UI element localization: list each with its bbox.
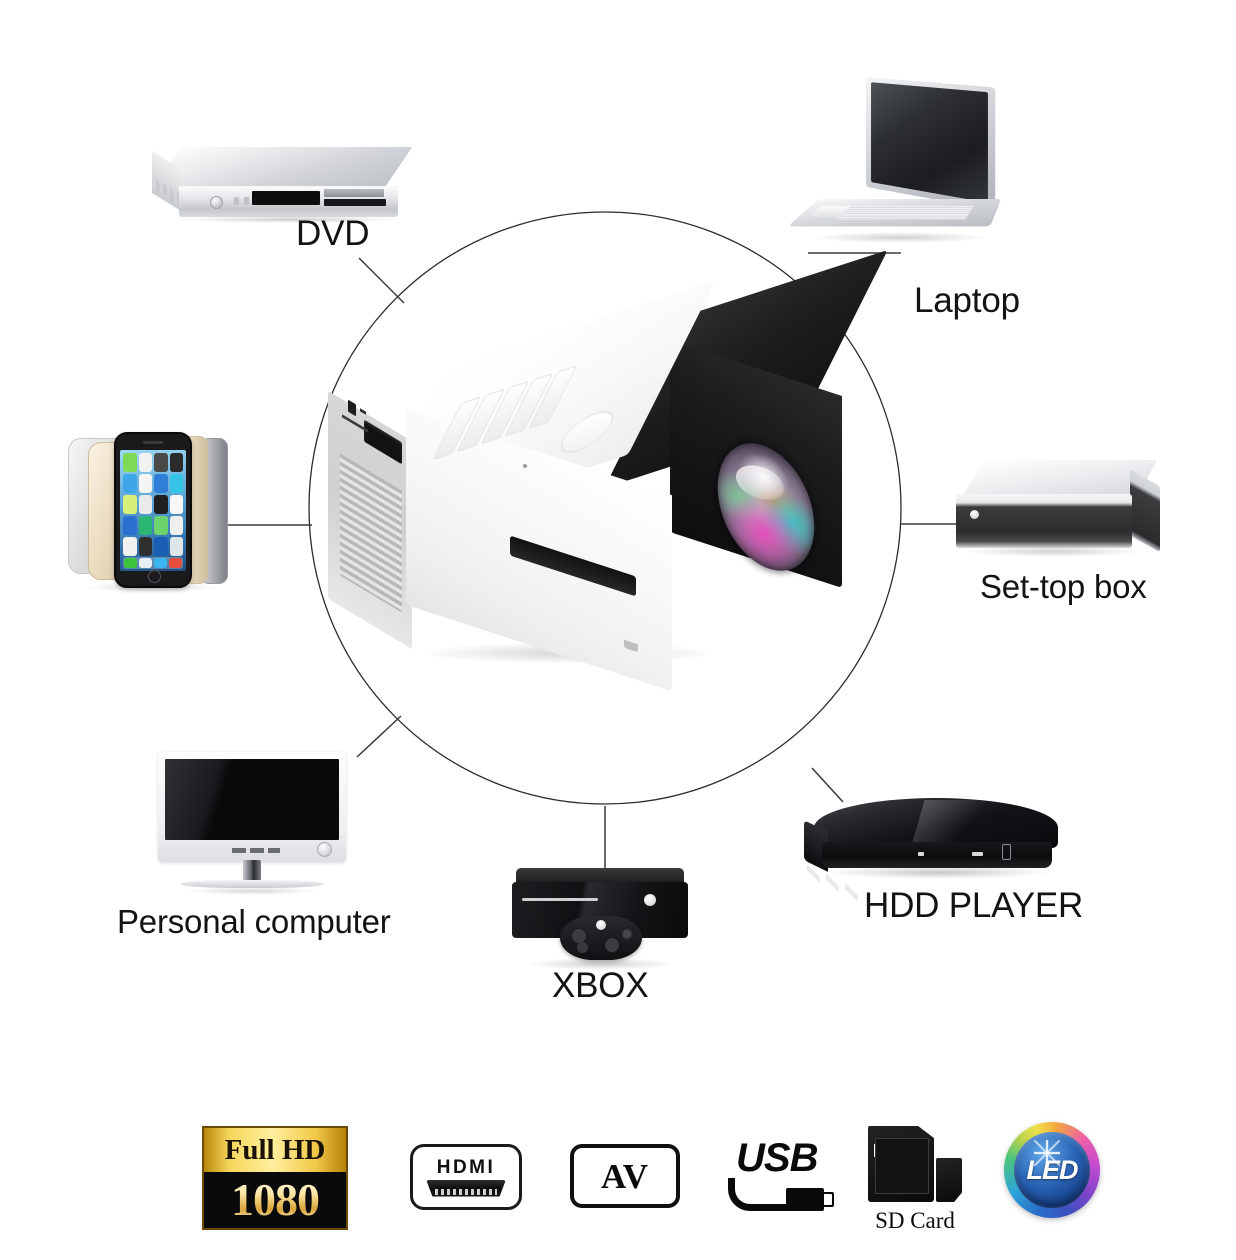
monitor-icon (152, 752, 352, 900)
usb-logo: USB (722, 1138, 844, 1214)
led-logo: LED (1004, 1122, 1100, 1218)
hdd-player-icon (800, 792, 1074, 902)
full-hd-1080-logo: Full HD 1080 (202, 1126, 348, 1230)
xbox-console-icon (508, 866, 694, 986)
label-xbox: XBOX (552, 966, 649, 1005)
mini-projector-icon (318, 249, 890, 724)
av-text: AV (600, 1156, 650, 1196)
av-logo: AV (570, 1144, 680, 1208)
usb-cable-icon (728, 1178, 801, 1211)
sd-card-icon (868, 1126, 934, 1202)
label-hdd: HDD PLAYER (864, 886, 1084, 925)
label-laptop: Laptop (914, 281, 1020, 320)
dvd-player-icon (151, 142, 413, 238)
resolution-1080-text: 1080 (231, 1174, 320, 1225)
laptop-icon (787, 77, 1018, 268)
feature-logo-row: Full HD 1080 HDMI AV USB SD Card LED (0, 1108, 1236, 1248)
hdmi-connector-icon (426, 1179, 506, 1197)
hdmi-logo: HDMI (410, 1144, 522, 1210)
smartphone-icon (62, 424, 238, 610)
sd-card-logo: SD Card (860, 1122, 984, 1238)
label-dvd: DVD (296, 214, 370, 253)
usb-text: USB (736, 1136, 818, 1180)
set-top-box-icon (950, 458, 1166, 574)
hdmi-text: HDMI (436, 1156, 496, 1178)
label-settop: Set-top box (980, 568, 1147, 605)
sd-card-text: SD Card (875, 1208, 955, 1233)
micro-sd-card-icon (936, 1158, 962, 1202)
led-sparkle-icon (1034, 1140, 1060, 1166)
connector-dvd (358, 257, 405, 304)
label-pc: Personal computer (117, 903, 391, 940)
usb-plug-icon (786, 1188, 834, 1211)
full-hd-text: Full HD (224, 1133, 326, 1166)
